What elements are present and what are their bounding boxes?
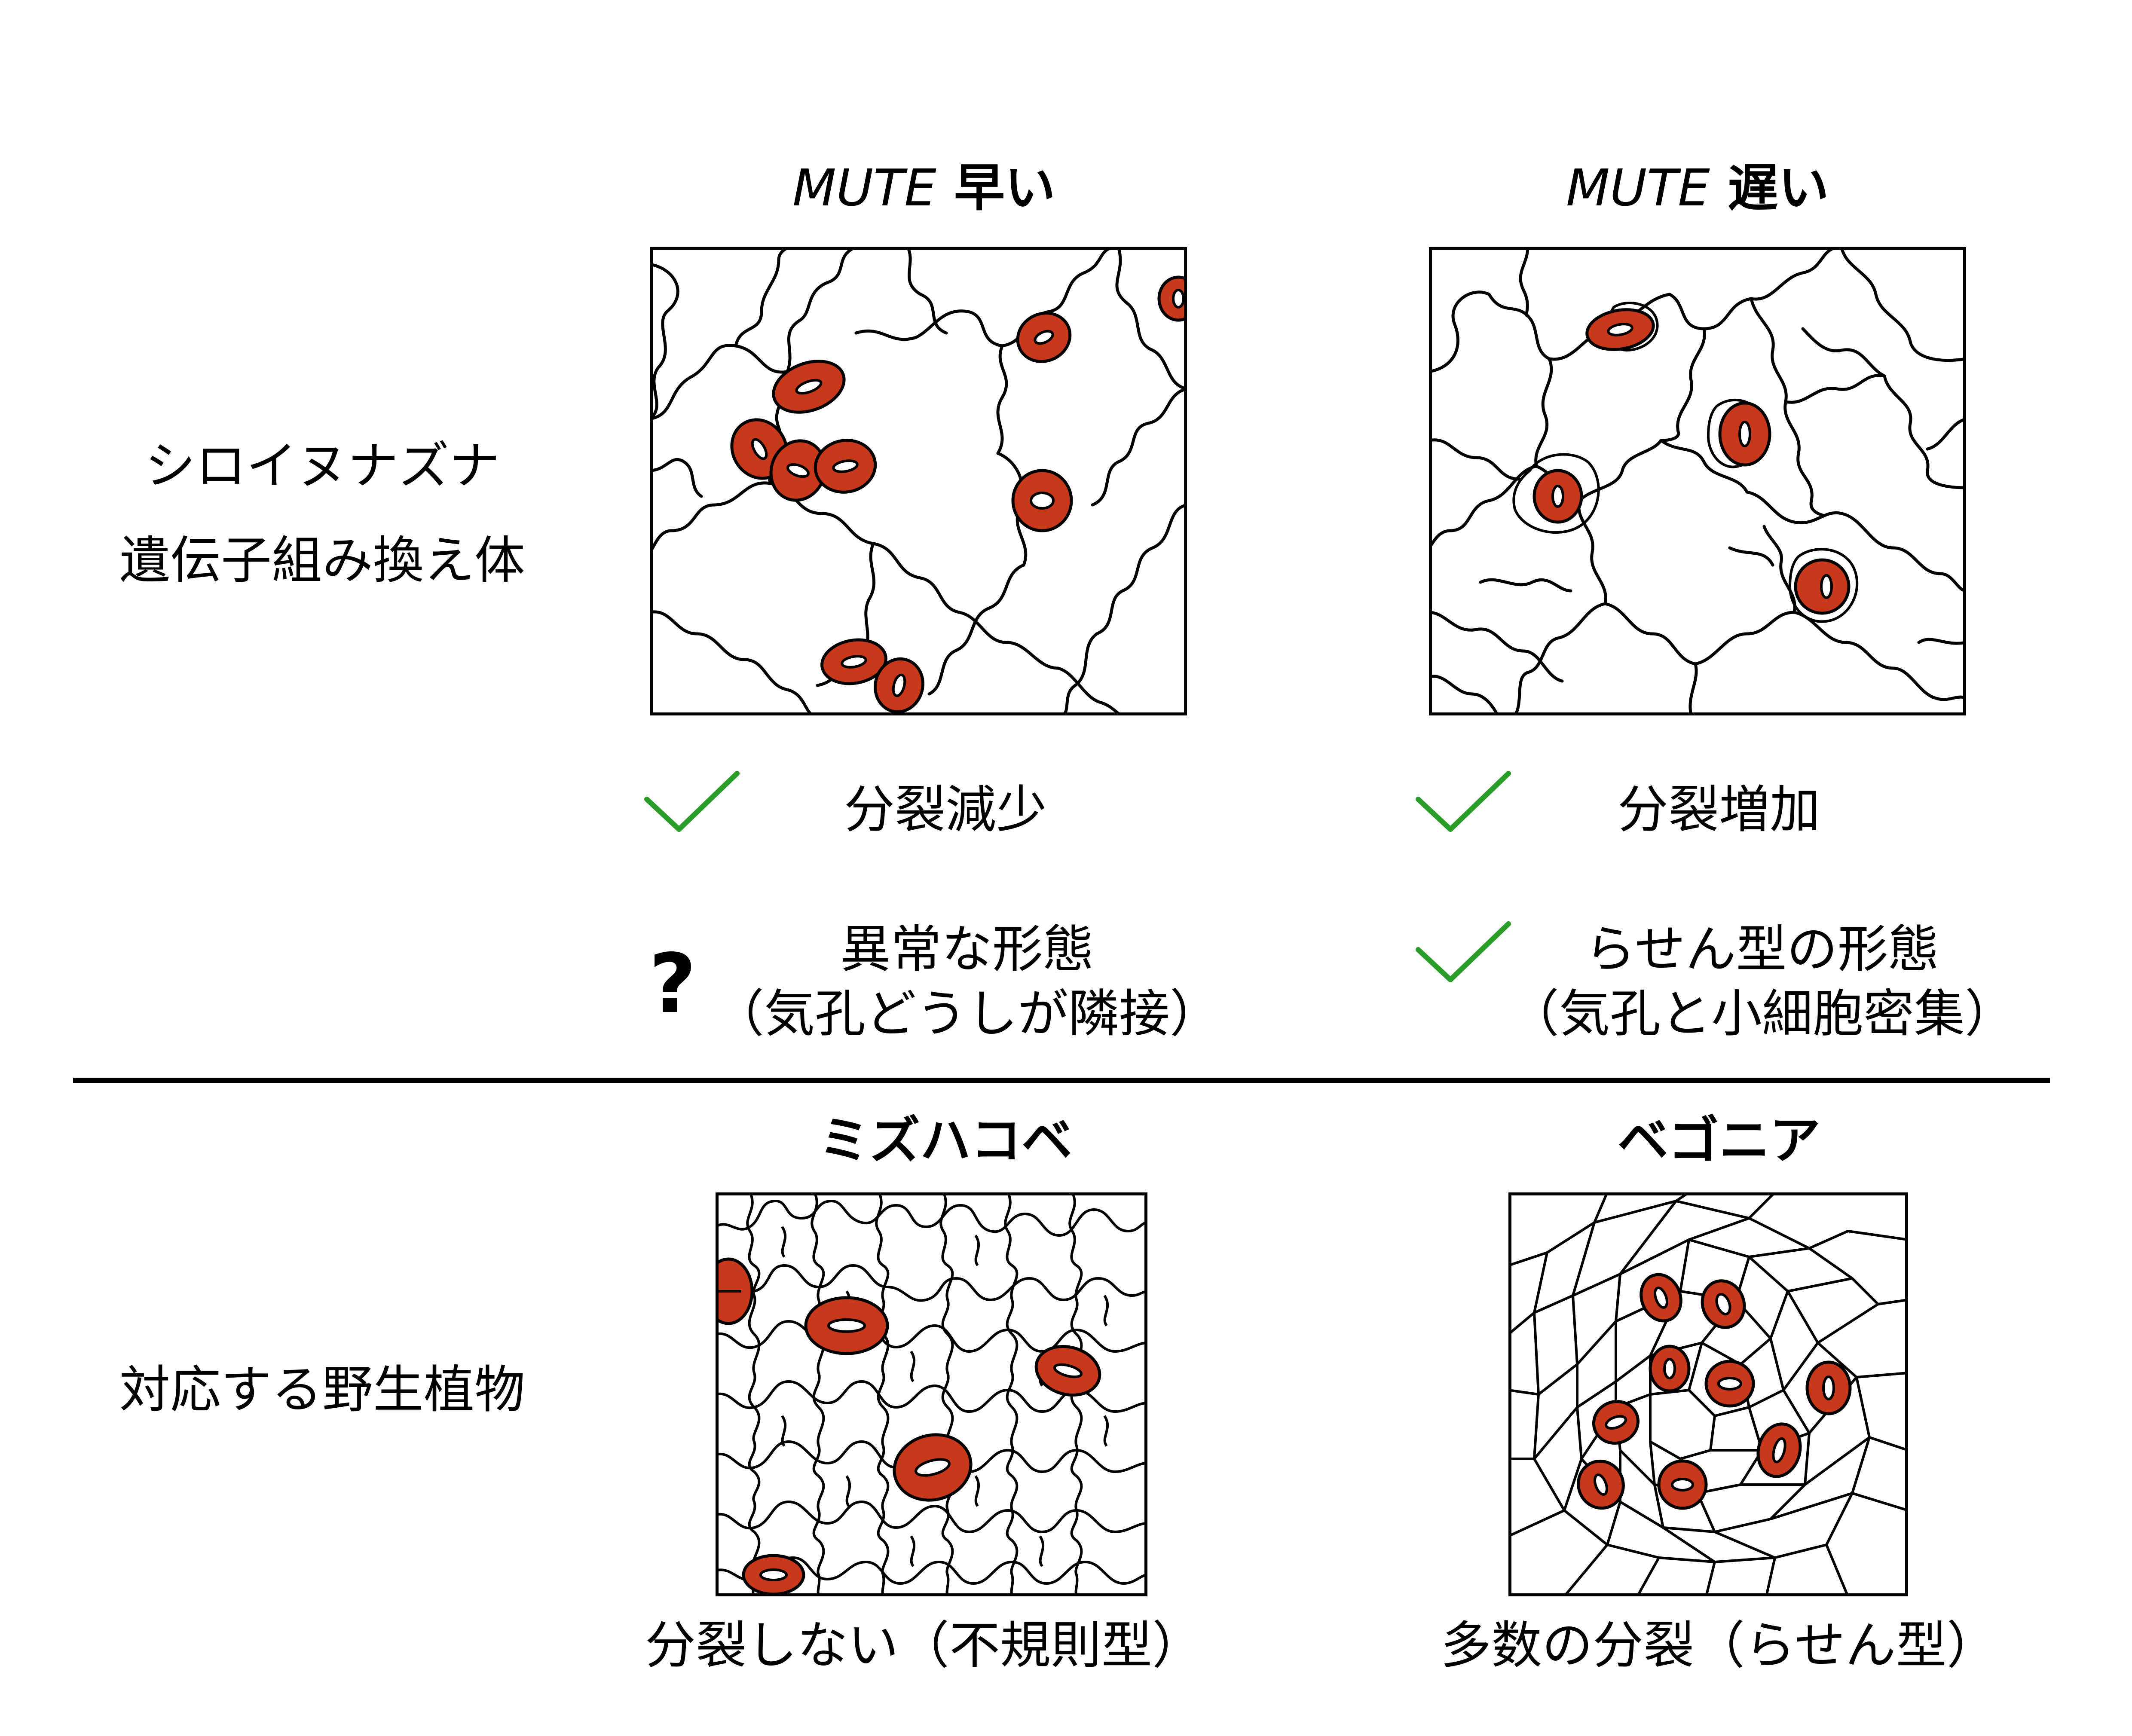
title-suffix: 遅い <box>1727 158 1829 217</box>
result-division-decrease: 分裂減少 <box>844 780 1047 839</box>
title-begonia: ベゴニア <box>1617 1111 1820 1170</box>
caption-many-divisions: 多数の分裂（らせん型） <box>1441 1616 1997 1675</box>
panel-mute-late <box>1429 247 1966 715</box>
title-callitriche: ミズハコベ <box>818 1111 1072 1170</box>
gene-name: MUTE <box>792 158 936 217</box>
check-icon <box>1416 921 1511 982</box>
row-label-transgenic-2: 遺伝子組み換え体 <box>119 531 525 590</box>
result-abnormal-morphology: 異常な形態 <box>840 920 1094 979</box>
question-mark: ? <box>649 936 697 1031</box>
title-mute-late: MUTE 遅い <box>1418 162 1977 213</box>
result-division-increase: 分裂増加 <box>1617 780 1820 839</box>
result-dense-small-cells: （気孔と小細胞密集） <box>1508 984 2016 1043</box>
stomata-group <box>1577 1273 1852 1510</box>
title-mute-early: MUTE 早い <box>645 162 1203 213</box>
result-adjacent-stomata: （気孔どうしが隣接） <box>713 984 1220 1043</box>
stomata-group <box>730 275 1187 714</box>
epidermis-mute-late <box>1429 247 1966 715</box>
row-label-transgenic-1: シロイヌナズナ <box>144 436 500 495</box>
check-icon <box>644 771 740 832</box>
panel-begonia <box>1508 1192 1908 1596</box>
check-icon <box>1416 771 1511 832</box>
caption-no-division: 分裂しない（不規則型） <box>645 1616 1203 1675</box>
gene-name: MUTE <box>1566 158 1710 217</box>
panel-mute-early <box>650 247 1187 715</box>
row-label-wild: 対応する野生植物 <box>119 1360 525 1419</box>
stomata-group <box>716 1257 1101 1596</box>
epidermis-mute-early <box>650 247 1187 715</box>
epidermis-callitriche <box>716 1192 1147 1596</box>
title-suffix: 早い <box>954 158 1055 217</box>
epidermis-begonia <box>1508 1192 1908 1596</box>
result-spiral-morphology: らせん型の形態 <box>1585 920 1939 979</box>
section-divider <box>73 1078 2050 1083</box>
panel-callitriche <box>716 1192 1147 1596</box>
